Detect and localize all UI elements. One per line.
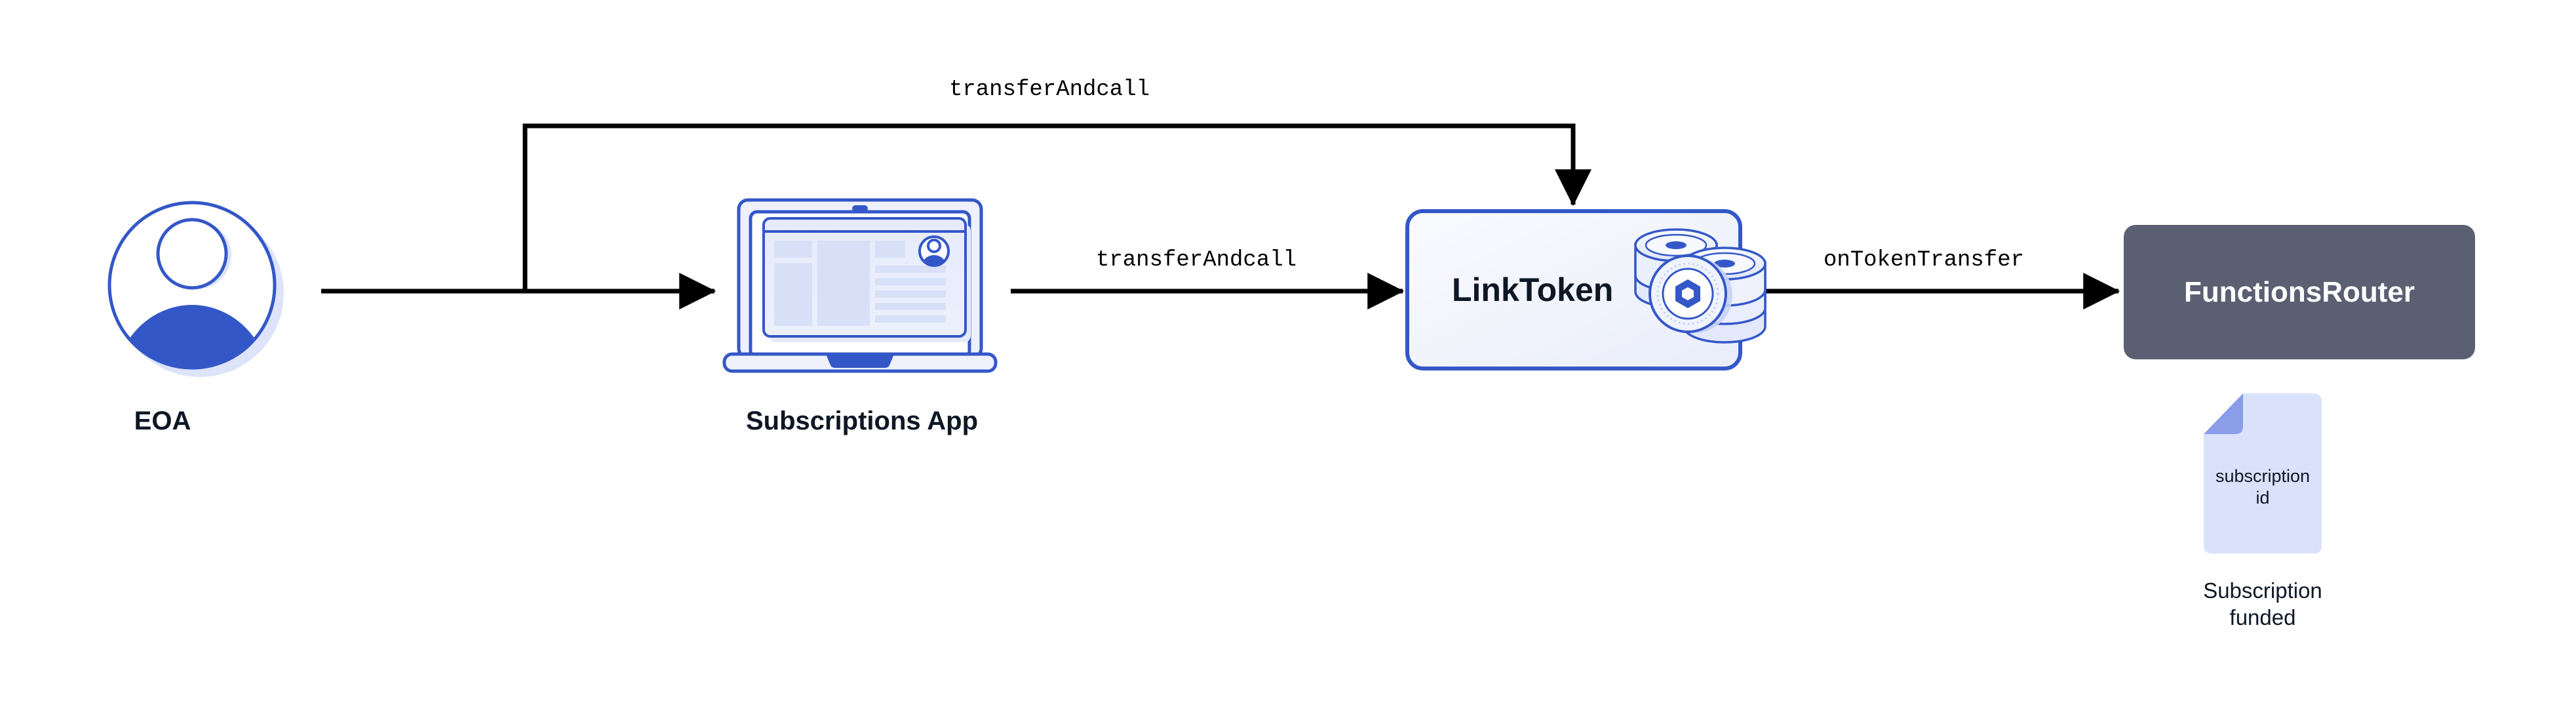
laptop-icon	[722, 198, 998, 373]
functions-router-box[interactable]	[2124, 225, 2475, 359]
edge-label-eoa-linktoken-top: transferAndcall	[948, 77, 1150, 102]
document-text-line-1: subscription	[2215, 466, 2311, 486]
edge-label-linktoken-router: onTokenTransfer	[1823, 248, 2025, 273]
document-text-line-2: id	[2255, 488, 2270, 508]
screen-avatar-icon	[918, 235, 950, 267]
user-avatar-icon	[107, 201, 284, 377]
caption-subscription-funded-line-2: funded	[2229, 605, 2296, 629]
document-icon	[2204, 393, 2322, 553]
node-label-eoa: EOA	[134, 407, 191, 435]
functions-router-box-rect[interactable]	[2124, 225, 2475, 359]
edge-layer	[321, 123, 2120, 309]
chainlink-coin-icon	[1649, 254, 1732, 333]
node-label-subscriptions-app: Subscriptions App	[745, 407, 979, 435]
edge-label-app-linktoken: transferAndcall	[1095, 248, 1297, 273]
caption-subscription-funded-line-1: Subscription	[2203, 578, 2322, 603]
edge-eoa-linktoken-top	[522, 123, 1591, 291]
edge-eoa-linktoken-top-path	[522, 123, 1591, 291]
node-label-functions-router: FunctionsRouter	[2184, 275, 2415, 308]
link-coins-icon	[1634, 228, 1766, 344]
node-label-link-token: LinkToken	[1452, 271, 1614, 308]
